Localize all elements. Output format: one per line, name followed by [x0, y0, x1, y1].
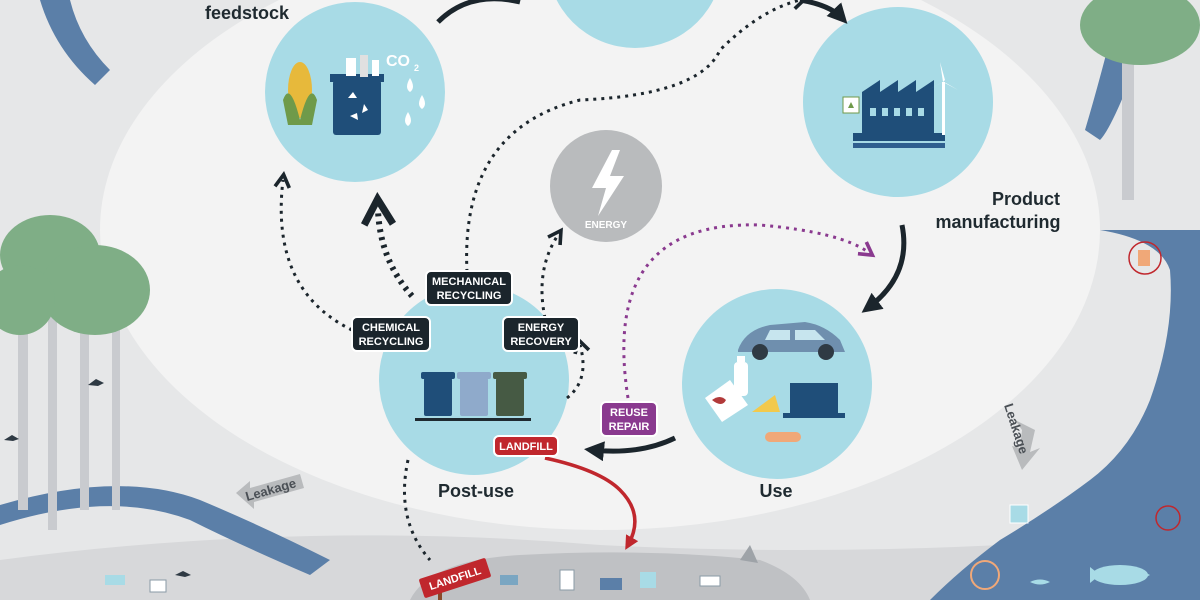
corn-icon	[283, 62, 317, 125]
cheese-icon	[752, 395, 780, 412]
tag-reuse-line1: REUSE	[610, 407, 648, 419]
tag-recovery-line1: ENERGY	[518, 322, 565, 334]
top-stage-circle	[556, 0, 714, 48]
litter-left	[105, 571, 191, 593]
use-stage	[682, 289, 872, 479]
tag-reuse-repair: REUSE REPAIR	[600, 401, 658, 437]
lightning-icon	[592, 150, 624, 216]
arrow-to-landfill	[544, 456, 639, 550]
food-tray-icon	[705, 380, 748, 422]
manufacturing-stage	[803, 7, 993, 197]
leakage-left: Leakage	[236, 474, 304, 509]
leakage-right-arrow-icon	[1012, 420, 1040, 470]
tag-mechanical-line1: MECHANICAL	[432, 276, 506, 288]
feedstock-stage: CO 2	[265, 2, 445, 182]
tag-landfill-text: LANDFILL	[499, 441, 553, 453]
tag-mechanical-recycling: MECHANICAL RECYCLING	[425, 270, 513, 306]
use-label: Use	[759, 481, 792, 501]
feedstock-label: feedstock	[205, 3, 290, 23]
arrow-feedstock-to-top	[436, 0, 521, 24]
arrow-manufacturing-to-use	[861, 224, 907, 313]
tag-chemical-recycling: CHEMICAL RECYCLING	[351, 316, 431, 352]
energy-node: ENERGY	[550, 130, 662, 242]
tree-right	[1080, 0, 1200, 200]
trees-left	[0, 215, 150, 530]
leakage-right: Leakage	[1001, 402, 1040, 470]
tag-landfill: LANDFILL	[493, 435, 559, 457]
factory-icon	[853, 80, 945, 148]
bandage-icon	[765, 432, 801, 442]
tag-mechanical-line2: RECYCLING	[437, 290, 502, 302]
fish-icon	[1090, 567, 1150, 583]
recycle-sign-icon	[842, 96, 860, 114]
tag-energy-recovery: ENERGY RECOVERY	[502, 316, 580, 352]
co2-icon: CO 2	[386, 53, 419, 73]
arrow-chemical-to-feedstock	[273, 171, 353, 332]
bottle-icon	[734, 356, 748, 396]
flow-arrows	[273, 0, 907, 561]
fish-small-icon	[1030, 579, 1050, 585]
river-left	[0, 486, 330, 575]
leakage-left-label: Leakage	[244, 475, 298, 504]
landfill-pile	[410, 545, 810, 600]
arrow-use-to-post-use	[584, 435, 677, 462]
energy-label: ENERGY	[585, 220, 628, 231]
use-circle	[682, 289, 872, 479]
tag-recovery-line2: RECOVERY	[510, 336, 572, 348]
tag-chemical-line1: CHEMICAL	[362, 322, 420, 334]
manufacturing-label-line1: Product	[992, 189, 1060, 209]
tag-chemical-line2: RECYCLING	[359, 336, 424, 348]
river-top-left	[40, 0, 110, 85]
tag-reuse-line2: REPAIR	[609, 421, 650, 433]
manufacturing-label-line2: manufacturing	[935, 212, 1060, 232]
arrow-recovery-to-energy	[540, 227, 563, 319]
recycling-bin-icon	[330, 55, 384, 135]
leakage-left-arrow-icon	[236, 474, 304, 509]
post-use-label: Post-use	[438, 481, 514, 501]
co2-subscript: 2	[414, 63, 419, 73]
waste-bins-icon	[415, 372, 531, 421]
arrow-mechanical-to-top	[465, 0, 809, 273]
water-drops-icon	[405, 78, 425, 126]
wind-turbine-icon	[928, 62, 958, 135]
river-right	[930, 230, 1200, 600]
laptop-icon	[783, 383, 845, 418]
car-icon	[738, 322, 845, 360]
arrow-recycling-to-feedstock	[360, 191, 415, 298]
co2-label: CO	[386, 53, 410, 70]
